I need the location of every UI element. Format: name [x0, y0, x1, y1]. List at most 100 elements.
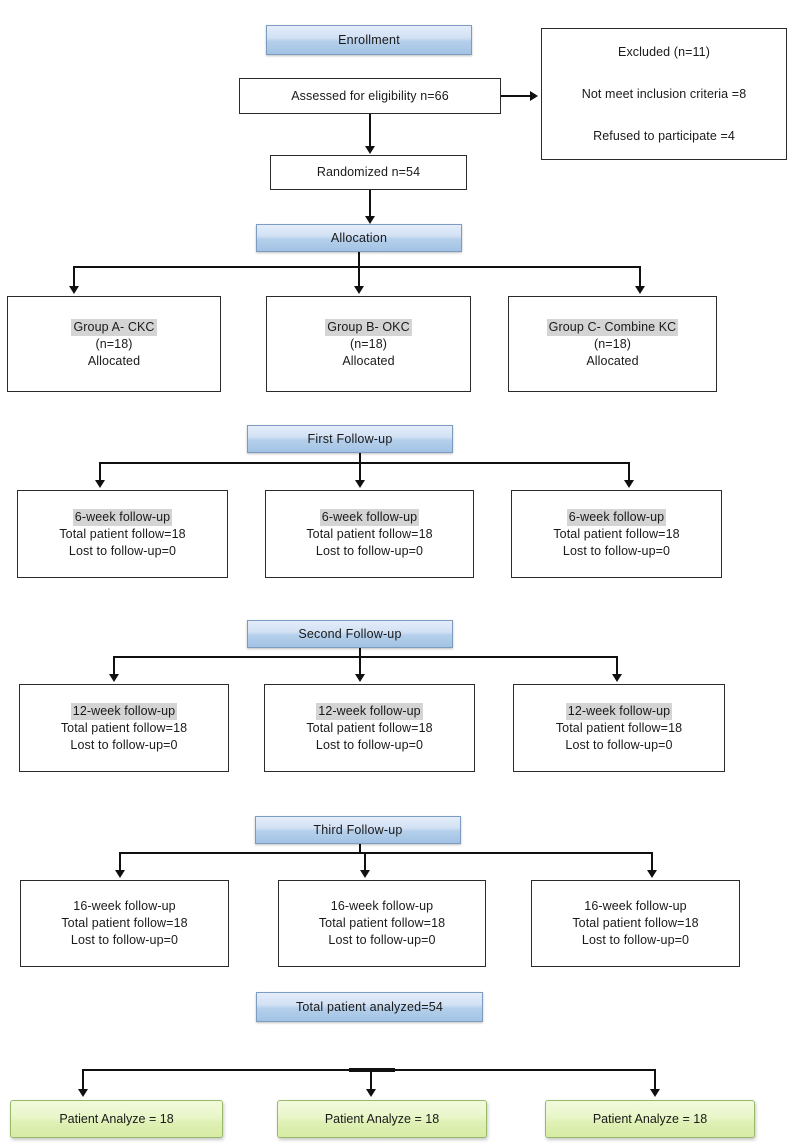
- box-group-b: Group B- OKC (n=18) Allocated: [266, 296, 471, 392]
- second-followup-c-lost: Lost to follow-up=0: [565, 737, 673, 752]
- connector-first-stem: [359, 453, 361, 463]
- arrowhead-analysis-c: [650, 1089, 660, 1097]
- banner-second-followup-label: Second Follow-up: [298, 627, 402, 641]
- arrowhead-second-b: [355, 674, 365, 682]
- first-followup-c-lost: Lost to follow-up=0: [562, 543, 671, 558]
- connector-assessed-to-excluded: [501, 95, 532, 97]
- group-a-status: Allocated: [87, 353, 141, 368]
- connector-second-drop-a: [113, 656, 115, 678]
- connector-randomized-to-allocation: [369, 190, 371, 220]
- banner-total-analyzed-label: Total patient analyzed=54: [295, 1000, 444, 1014]
- connector-second-stem: [359, 648, 361, 657]
- third-followup-b-lost: Lost to follow-up=0: [328, 933, 436, 947]
- connector-allocation-stem: [358, 252, 360, 267]
- box-first-followup-c: 6-week follow-up Total patient follow=18…: [511, 490, 722, 578]
- connector-analysis-drop-a: [82, 1069, 84, 1093]
- arrowhead-to-excluded: [530, 91, 538, 101]
- first-followup-b-title: 6-week follow-up: [319, 508, 420, 526]
- box-group-c: Group C- Combine KC (n=18) Allocated: [508, 296, 717, 392]
- group-a-n: (n=18): [95, 336, 133, 351]
- banner-enrollment-label: Enrollment: [338, 33, 400, 47]
- box-third-followup-a: 16-week follow-up Total patient follow=1…: [20, 880, 229, 967]
- group-c-status: Allocated: [586, 353, 639, 368]
- second-followup-b-lost: Lost to follow-up=0: [315, 737, 424, 752]
- connector-third-drop-a: [119, 852, 121, 874]
- first-followup-b-lost: Lost to follow-up=0: [315, 543, 424, 558]
- connector-third-stem: [359, 844, 361, 853]
- arrowhead-first-a: [95, 480, 105, 488]
- group-a-name: Group A- CKC: [71, 318, 157, 336]
- connector-allocation-bus: [73, 266, 640, 268]
- arrowhead-third-b: [360, 870, 370, 878]
- connector-first-drop-a: [99, 462, 101, 484]
- connector-allocation-drop-c: [639, 266, 641, 291]
- first-followup-c-title: 6-week follow-up: [566, 508, 667, 526]
- arrowhead-analysis-a: [78, 1089, 88, 1097]
- assessed-label: Assessed for eligibility n=66: [291, 88, 449, 103]
- box-second-followup-b: 12-week follow-up Total patient follow=1…: [264, 684, 475, 772]
- group-b-n: (n=18): [349, 336, 388, 351]
- third-followup-a-total: Total patient follow=18: [61, 916, 188, 930]
- connector-analysis-drop-c: [654, 1069, 656, 1093]
- arrowhead-first-c: [624, 480, 634, 488]
- second-followup-a-title: 12-week follow-up: [70, 702, 178, 720]
- connector-allocation-drop-a: [73, 266, 75, 291]
- third-followup-a-title: 16-week follow-up: [73, 899, 176, 913]
- box-assessed-for-eligibility: Assessed for eligibility n=66: [239, 78, 501, 114]
- connector-third-drop-c: [651, 852, 653, 874]
- third-followup-c-total: Total patient follow=18: [572, 916, 699, 930]
- connector-first-bus: [99, 462, 629, 464]
- excluded-line-3: Refused to participate =4: [593, 128, 735, 143]
- box-third-followup-b: 16-week follow-up Total patient follow=1…: [278, 880, 486, 967]
- banner-first-followup: First Follow-up: [247, 425, 453, 453]
- connector-assessed-to-randomized: [369, 114, 371, 149]
- connector-second-drop-b: [359, 656, 361, 678]
- third-followup-b-total: Total patient follow=18: [318, 916, 446, 930]
- first-followup-c-total: Total patient follow=18: [553, 526, 680, 541]
- arrowhead-second-c: [612, 674, 622, 682]
- randomized-label: Randomized n=54: [316, 165, 421, 179]
- arrowhead-second-a: [109, 674, 119, 682]
- banner-allocation-label: Allocation: [330, 231, 388, 245]
- first-followup-a-title: 6-week follow-up: [72, 508, 173, 526]
- box-third-followup-c: 16-week follow-up Total patient follow=1…: [531, 880, 740, 967]
- first-followup-a-total: Total patient follow=18: [59, 526, 186, 541]
- arrowhead-allocation-c: [635, 286, 645, 294]
- second-followup-c-title: 12-week follow-up: [565, 702, 673, 720]
- banner-allocation: Allocation: [256, 224, 462, 252]
- banner-enrollment: Enrollment: [266, 25, 472, 55]
- third-followup-a-lost: Lost to follow-up=0: [70, 933, 179, 947]
- banner-first-followup-label: First Follow-up: [307, 432, 393, 446]
- connector-first-drop-c: [628, 462, 630, 484]
- connector-allocation-drop-b: [358, 266, 360, 291]
- box-randomized: Randomized n=54: [270, 155, 467, 190]
- connector-analysis-bus: [82, 1069, 655, 1071]
- connector-first-drop-b: [359, 462, 361, 484]
- third-followup-c-lost: Lost to follow-up=0: [581, 933, 690, 947]
- box-patient-analyze-b: Patient Analyze = 18: [277, 1100, 487, 1138]
- box-second-followup-a: 12-week follow-up Total patient follow=1…: [19, 684, 229, 772]
- group-b-name: Group B- OKC: [325, 318, 412, 336]
- banner-third-followup: Third Follow-up: [255, 816, 461, 844]
- patient-analyze-a-label: Patient Analyze = 18: [59, 1112, 174, 1126]
- banner-total-analyzed: Total patient analyzed=54: [256, 992, 483, 1022]
- group-c-n: (n=18): [593, 336, 632, 351]
- connector-third-drop-b: [364, 852, 366, 874]
- arrowhead-allocation-b: [354, 286, 364, 294]
- box-patient-analyze-a: Patient Analyze = 18: [10, 1100, 223, 1138]
- banner-third-followup-label: Third Follow-up: [313, 823, 403, 837]
- arrowhead-allocation-a: [69, 286, 79, 294]
- third-followup-b-title: 16-week follow-up: [330, 899, 434, 913]
- second-followup-b-title: 12-week follow-up: [316, 702, 423, 720]
- group-c-name: Group C- Combine KC: [546, 318, 679, 336]
- connector-third-bus: [119, 852, 652, 854]
- connector-second-bus: [113, 656, 616, 658]
- box-first-followup-b: 6-week follow-up Total patient follow=18…: [265, 490, 474, 578]
- patient-analyze-c-label: Patient Analyze = 18: [592, 1112, 708, 1126]
- box-group-a: Group A- CKC (n=18) Allocated: [7, 296, 221, 392]
- connector-second-drop-c: [616, 656, 618, 678]
- arrowhead-to-randomized: [365, 146, 375, 154]
- group-b-status: Allocated: [342, 353, 395, 368]
- arrowhead-first-b: [355, 480, 365, 488]
